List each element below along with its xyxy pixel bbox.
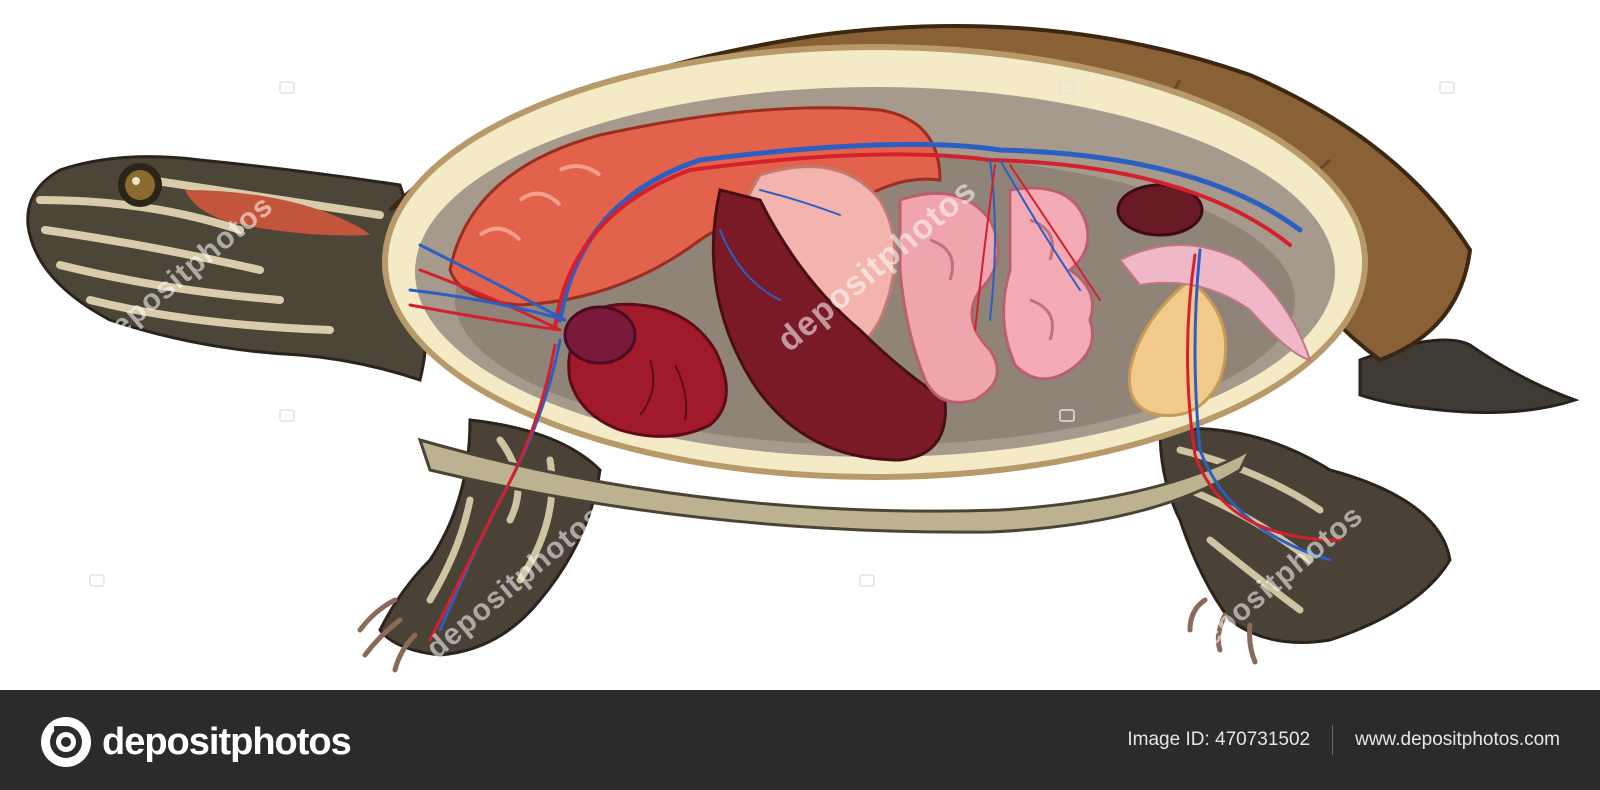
head-and-neck (26, 155, 429, 382)
camera-logo-icon (41, 717, 91, 767)
liver (711, 188, 947, 462)
meta-divider (1332, 725, 1334, 755)
kidney (1116, 183, 1204, 237)
turtle-anatomy-illustration (26, 24, 1580, 673)
cloaca (1118, 244, 1312, 362)
watermark-camera-icons (89, 81, 1455, 587)
intestines (898, 186, 1094, 404)
red-ear-stripe (185, 190, 370, 236)
brand-name: depositphotos (102, 720, 352, 763)
image-id: Image ID: 470731502 (1127, 729, 1311, 750)
site-url-link[interactable]: www.depositphotos.com (1355, 729, 1560, 750)
blood-vessels (408, 141, 1342, 642)
bladder (1127, 278, 1228, 418)
tail (1358, 338, 1580, 414)
back-leg (1158, 426, 1452, 665)
footer-bar: depositphotos Image ID: 470731502 www.de… (0, 690, 1600, 790)
image-meta: Image ID: 470731502 www.depositphotos.co… (1127, 690, 1560, 790)
brand-logo[interactable]: depositphotos (40, 716, 352, 768)
plastron (417, 437, 1254, 534)
heart (563, 302, 728, 438)
